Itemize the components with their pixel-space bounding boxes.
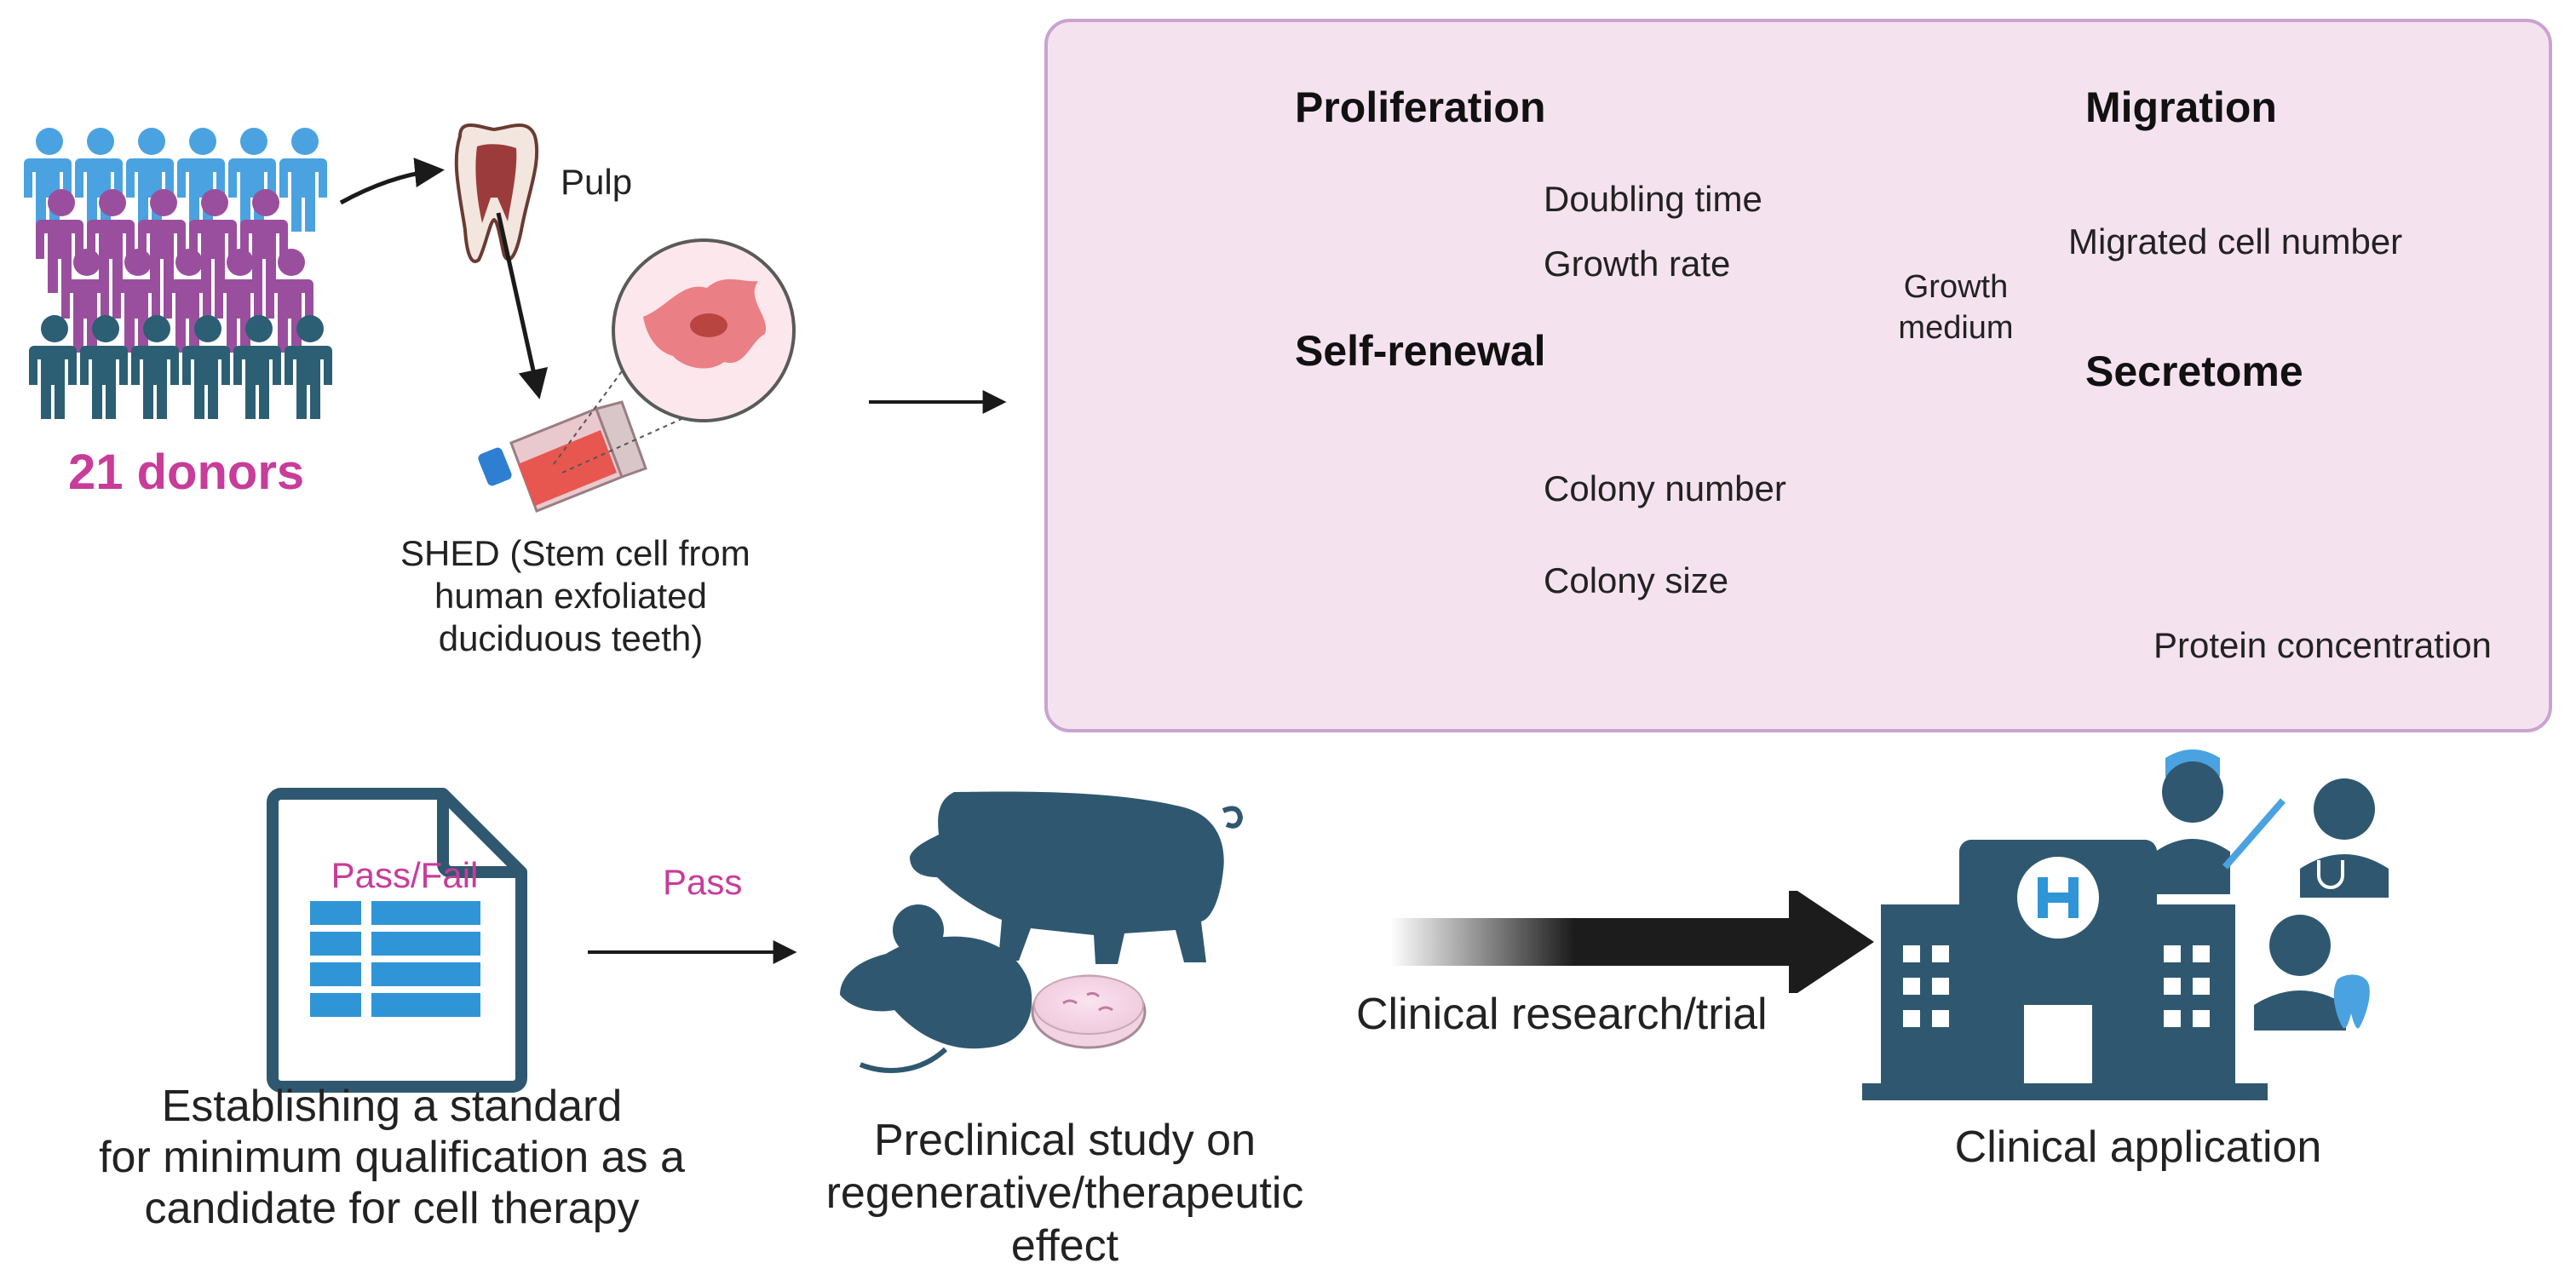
surgeon-icon — [2155, 749, 2286, 894]
culture-flask-icon — [478, 400, 647, 513]
standard-caption-1: Establishing a standard — [161, 1082, 623, 1131]
migrated-cell-number-label: Migrated cell number — [2068, 221, 2403, 261]
clinical-trial-label: Clinical research/trial — [1356, 990, 1768, 1039]
donor-crowd-icon — [24, 128, 332, 419]
colony-number-label: Colony number — [1544, 468, 1786, 508]
growth-medium-label-2: medium — [1898, 310, 2014, 346]
tooth-icon — [454, 123, 539, 263]
standard-document-icon — [267, 788, 527, 1093]
mouse-icon — [840, 904, 1032, 1073]
standard-caption-2: for minimum qualification as a — [99, 1133, 685, 1182]
dentist-icon — [2254, 915, 2370, 1031]
colony-size-label: Colony size — [1544, 560, 1729, 600]
preclinical-caption-2: regenerative/therapeutic — [825, 1168, 1304, 1218]
shed-label-2: human exfoliated — [434, 576, 707, 616]
preclinical-caption-1: Preclinical study on — [874, 1116, 1256, 1165]
doctor-icon — [2300, 778, 2389, 898]
clinical-application-label: Clinical application — [1954, 1122, 2322, 1172]
characterization-panel — [1044, 19, 2552, 732]
culture-dish-icon — [1031, 974, 1147, 1049]
growth-rate-label: Growth rate — [1544, 244, 1731, 284]
shed-label-1: SHED (Stem cell from — [400, 533, 750, 573]
hospital-icon — [1862, 840, 2268, 1100]
pass-fail-label: Pass/Fail — [331, 855, 479, 895]
migration-title: Migration — [2085, 83, 2277, 131]
pass-label: Pass — [663, 862, 743, 902]
pig-icon — [910, 791, 1244, 964]
secretome-title: Secretome — [2085, 347, 2303, 395]
self-renewal-title: Self-renewal — [1295, 327, 1546, 375]
clinical-trial-arrow — [1390, 891, 1874, 993]
proliferation-title: Proliferation — [1295, 83, 1546, 131]
shed-label-3: duciduous teeth) — [438, 618, 704, 658]
preclinical-caption-3: effect — [1010, 1221, 1119, 1271]
stem-cell-icon — [612, 238, 796, 422]
growth-medium-label-1: Growth — [1903, 269, 2009, 305]
standard-caption-3: candidate for cell therapy — [144, 1184, 640, 1233]
donor-count-label: 21 donors — [68, 445, 305, 500]
doubling-time-label: Doubling time — [1544, 179, 1762, 219]
protein-concentration-label: Protein concentration — [2153, 625, 2492, 665]
hospital-h-icon — [2038, 877, 2079, 918]
pulp-label: Pulp — [561, 162, 633, 202]
